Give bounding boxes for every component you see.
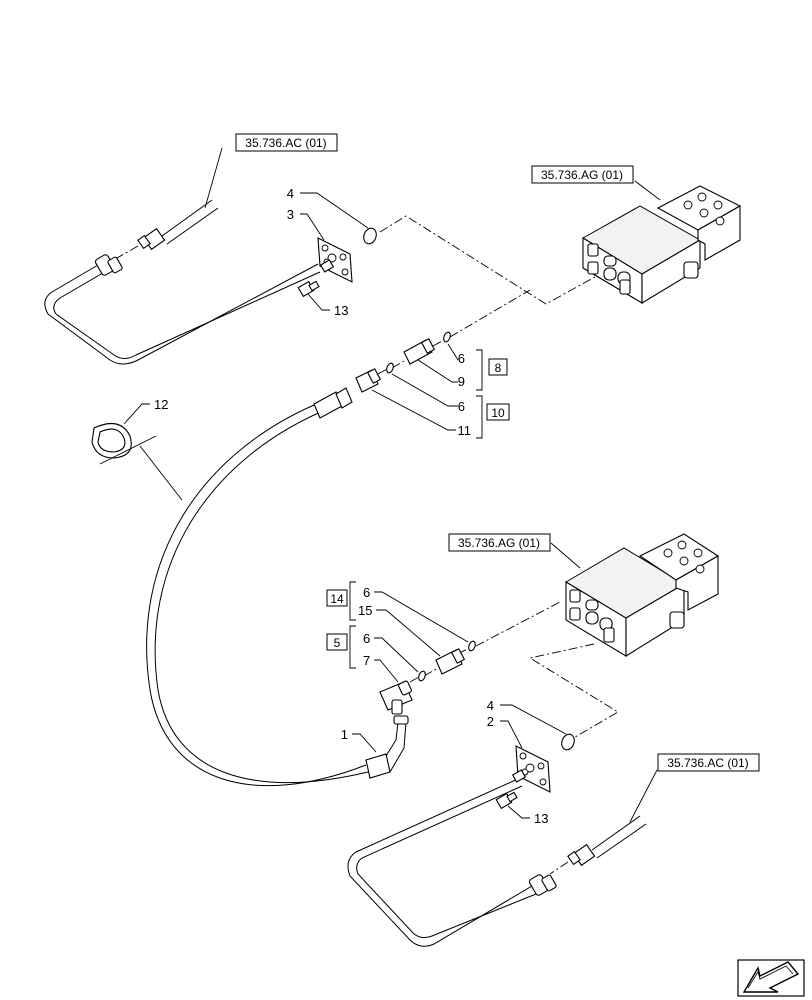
top-hose-ref-box[interactable]: 35.736.AC (01) bbox=[235, 133, 338, 152]
callout-6-c: 6 bbox=[363, 585, 370, 600]
callout-7: 7 bbox=[363, 653, 370, 668]
callout-13-top: 13 bbox=[334, 303, 348, 318]
bottom-valve-ref-box[interactable]: 35.736.AG (01) bbox=[448, 533, 551, 552]
kit-8-label[interactable]: 8 bbox=[495, 361, 502, 375]
main-hose bbox=[146, 387, 413, 787]
callout-1: 1 bbox=[341, 727, 348, 742]
callout-2: 2 bbox=[487, 714, 494, 729]
callout-11: 11 bbox=[458, 423, 472, 438]
top-valve-ref-label: 35.736.AG (01) bbox=[541, 168, 623, 182]
kit-14-label[interactable]: 14 bbox=[330, 592, 344, 606]
callout-13-bottom: 13 bbox=[534, 811, 548, 826]
top-fittings bbox=[355, 289, 531, 393]
clamp-part-12 bbox=[91, 422, 183, 501]
top-valve-ref-box[interactable]: 35.736.AG (01) bbox=[531, 165, 634, 184]
bottom-hose-ref-box[interactable]: 35.736.AC (01) bbox=[657, 753, 760, 772]
callout-9: 9 bbox=[458, 374, 465, 389]
callout-6-b: 6 bbox=[458, 399, 465, 414]
bottom-fittings bbox=[409, 601, 561, 683]
callout-3: 3 bbox=[287, 207, 294, 222]
callout-6-a: 6 bbox=[458, 351, 465, 366]
top-hose-ref-label: 35.736.AC (01) bbox=[245, 136, 326, 150]
callout-4-top: 4 bbox=[287, 186, 294, 201]
kit-10-label[interactable]: 10 bbox=[491, 406, 505, 420]
arrow-icon[interactable] bbox=[737, 959, 805, 997]
callout-15: 15 bbox=[358, 603, 372, 618]
kit-5-label[interactable]: 5 bbox=[334, 636, 341, 650]
bottom-tube-assembly bbox=[347, 733, 575, 947]
bottom-valve-ref-label: 35.736.AG (01) bbox=[458, 536, 540, 550]
bottom-control-valve bbox=[565, 533, 720, 657]
top-tube-assembly bbox=[44, 227, 377, 365]
callout-4-bottom: 4 bbox=[487, 698, 494, 713]
callout-12: 12 bbox=[154, 397, 168, 412]
bottom-reference-hose bbox=[549, 769, 658, 875]
top-reference-hose bbox=[109, 147, 223, 263]
top-control-valve bbox=[582, 185, 742, 304]
callout-6-d: 6 bbox=[363, 631, 370, 646]
bottom-hose-ref-label: 35.736.AC (01) bbox=[667, 756, 748, 770]
